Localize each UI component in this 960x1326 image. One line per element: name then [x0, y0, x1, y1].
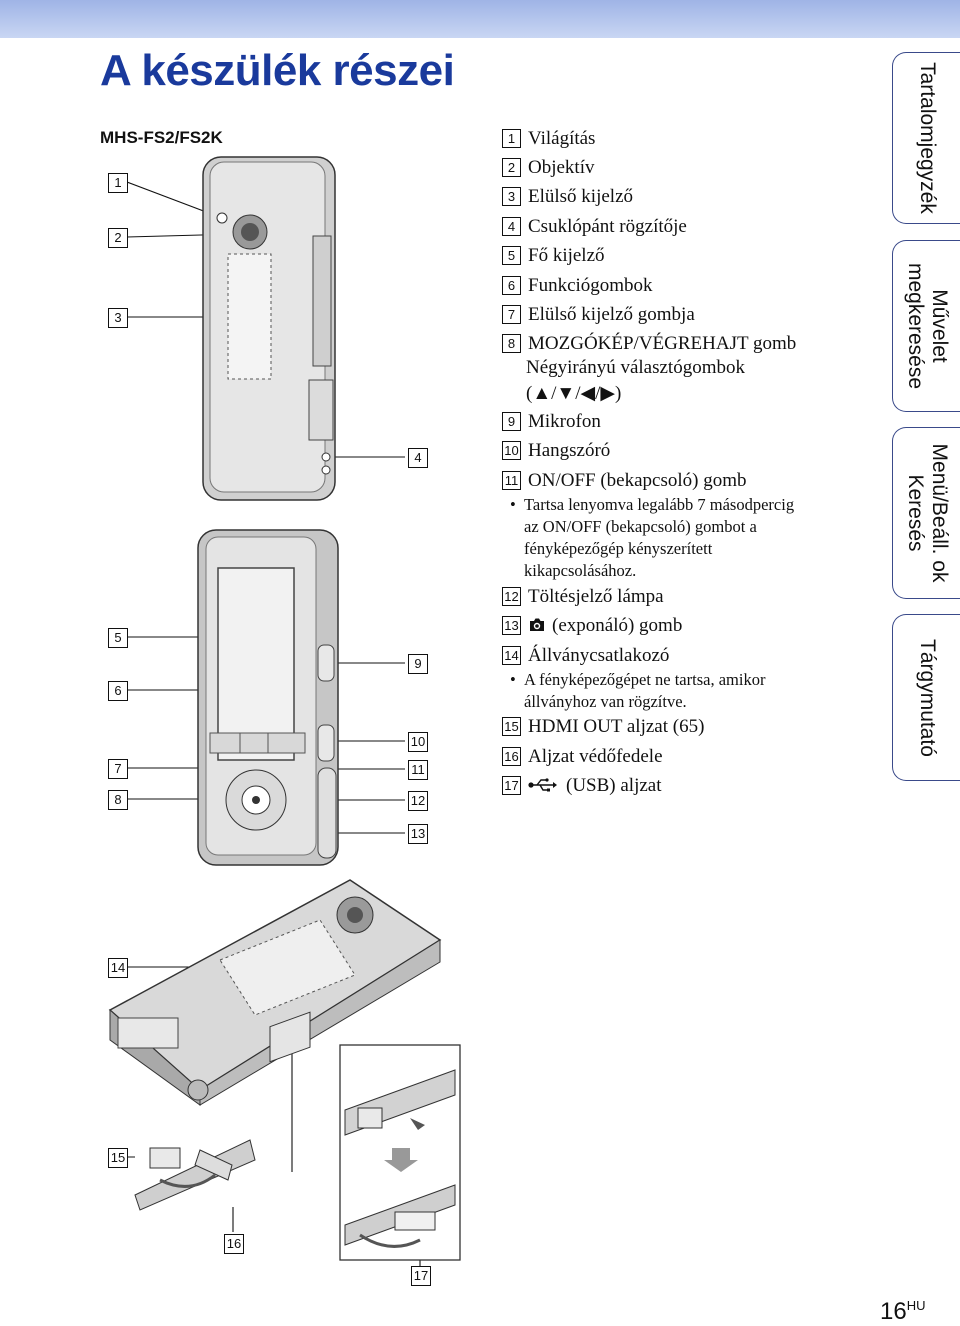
part-label: Fő kijelző	[528, 245, 605, 266]
page-title: A készülék részei	[100, 46, 455, 95]
part-label: ON/OFF (bekapcsoló) gomb	[528, 470, 747, 491]
callout-11: 11	[408, 760, 428, 780]
part-label: Állványcsatlakozó	[528, 645, 670, 666]
part-label: Világítás	[528, 128, 596, 149]
list-item: 17 (USB) aljzat	[502, 775, 662, 797]
list-item: 12 Töltésjelző lámpa	[502, 586, 664, 608]
camera-front-top	[202, 156, 336, 501]
top-header-bar	[0, 0, 960, 38]
note-text: A fényképezőgépet ne tartsa, amikor	[524, 670, 766, 689]
part-number: 5	[502, 246, 521, 265]
list-item: 8 MOZGÓKÉP/VÉGREHAJT gomb	[502, 333, 796, 355]
page-number: 16HU	[880, 1298, 925, 1326]
part-label: (exponáló) gomb	[552, 615, 683, 636]
part-label: MOZGÓKÉP/VÉGREHAJT gomb	[528, 333, 797, 354]
part-label: Objektív	[528, 157, 595, 178]
callout-8: 8	[108, 790, 128, 810]
callout-16: 16	[224, 1234, 244, 1254]
camera-bottom-view	[108, 879, 442, 1106]
note-text: Tartsa lenyomva legalább 7 másodpercig	[524, 495, 795, 514]
list-item: 1 Világítás	[502, 128, 595, 150]
part-number: 8	[502, 334, 521, 353]
usb-icon	[528, 778, 557, 792]
part-number: 2	[502, 158, 521, 177]
part-number: 1	[502, 129, 521, 148]
part-label: Hangszóró	[528, 440, 611, 461]
list-item: 3 Elülső kijelző	[502, 186, 633, 208]
part-number: 11	[502, 471, 521, 490]
tab-index[interactable]: Tárgymutató	[892, 614, 960, 781]
part-label: HDMI OUT aljzat (65)	[528, 716, 705, 737]
note-line: •A fényképezőgépet ne tartsa, amikor	[510, 670, 766, 689]
list-item: 9 Mikrofon	[502, 411, 601, 433]
part-label: Aljzat védőfedele	[528, 746, 663, 767]
part-label: Elülső kijelző gombja	[528, 304, 695, 325]
tab-find-operation[interactable]: Művelet megkeresése	[892, 240, 960, 412]
list-item: 5 Fő kijelző	[502, 245, 605, 267]
part-label: (USB) aljzat	[566, 775, 662, 796]
note-line: az ON/OFF (bekapcsoló) gombot a	[524, 517, 757, 536]
note-line: kikapcsolásához.	[524, 561, 637, 580]
part-number: 9	[502, 412, 521, 431]
callout-1: 1	[108, 173, 128, 193]
part-number: 12	[502, 587, 521, 606]
note-line: fényképezőgép kényszerített	[524, 539, 713, 558]
callout-6: 6	[108, 681, 128, 701]
part-extra-line: Négyirányú választógombok	[526, 357, 745, 378]
note-line: állványhoz van rögzítve.	[524, 692, 687, 711]
list-item: 10 Hangszóró	[502, 440, 610, 462]
list-item: 7 Elülső kijelző gombja	[502, 304, 695, 326]
page-number-value: 16	[880, 1298, 907, 1325]
part-number: 13	[502, 616, 521, 635]
part-number: 14	[502, 646, 521, 665]
callout-4: 4	[408, 448, 428, 468]
list-item: 2 Objektív	[502, 157, 595, 179]
part-label: Funkciógombok	[528, 275, 653, 296]
part-number: 17	[502, 776, 521, 795]
part-number: 6	[502, 276, 521, 295]
camera-icon	[530, 618, 544, 631]
list-item: 11 ON/OFF (bekapcsoló) gomb	[502, 470, 746, 492]
part-label: Elülső kijelző	[528, 186, 634, 207]
inset-usb	[339, 1044, 461, 1261]
callout-7: 7	[108, 759, 128, 779]
callout-15: 15	[108, 1148, 128, 1168]
callout-10: 10	[408, 732, 428, 752]
callout-9: 9	[408, 654, 428, 674]
part-number: 3	[502, 187, 521, 206]
callout-13: 13	[408, 824, 428, 844]
list-item: 14 Állványcsatlakozó	[502, 645, 669, 667]
part-number: 15	[502, 717, 521, 736]
callout-2: 2	[108, 228, 128, 248]
part-number: 4	[502, 217, 521, 236]
part-number: 16	[502, 747, 521, 766]
list-item: 16 Aljzat védőfedele	[502, 746, 663, 768]
note-line: •Tartsa lenyomva legalább 7 másodpercig	[510, 495, 795, 514]
part-label: Csuklópánt rögzítője	[528, 216, 687, 237]
callout-5: 5	[108, 628, 128, 648]
callout-12: 12	[408, 791, 428, 811]
inset-hdmi	[134, 1122, 256, 1211]
list-item: 15 HDMI OUT aljzat (65)	[502, 716, 704, 738]
part-label: Töltésjelző lámpa	[528, 586, 664, 607]
tab-menu-settings-search[interactable]: Menü/Beáll. ok Keresés	[892, 427, 960, 599]
callout-17: 17	[411, 1266, 431, 1286]
page-language: HU	[906, 1298, 926, 1313]
list-item: 4 Csuklópánt rögzítője	[502, 216, 687, 238]
part-number: 10	[502, 441, 521, 460]
list-item: 6 Funkciógombok	[502, 275, 653, 297]
part-number: 7	[502, 305, 521, 324]
part-label: Mikrofon	[528, 411, 601, 432]
model-label: MHS-FS2/FS2K	[100, 128, 223, 147]
list-item: 13 (exponáló) gomb	[502, 615, 682, 637]
part-extra-line: (▲/▼/◀/▶)	[526, 383, 622, 404]
tab-table-of-contents[interactable]: Tartalomjegyzék	[892, 52, 960, 224]
camera-screen-view	[197, 529, 339, 866]
callout-3: 3	[108, 308, 128, 328]
callout-14: 14	[108, 958, 128, 978]
